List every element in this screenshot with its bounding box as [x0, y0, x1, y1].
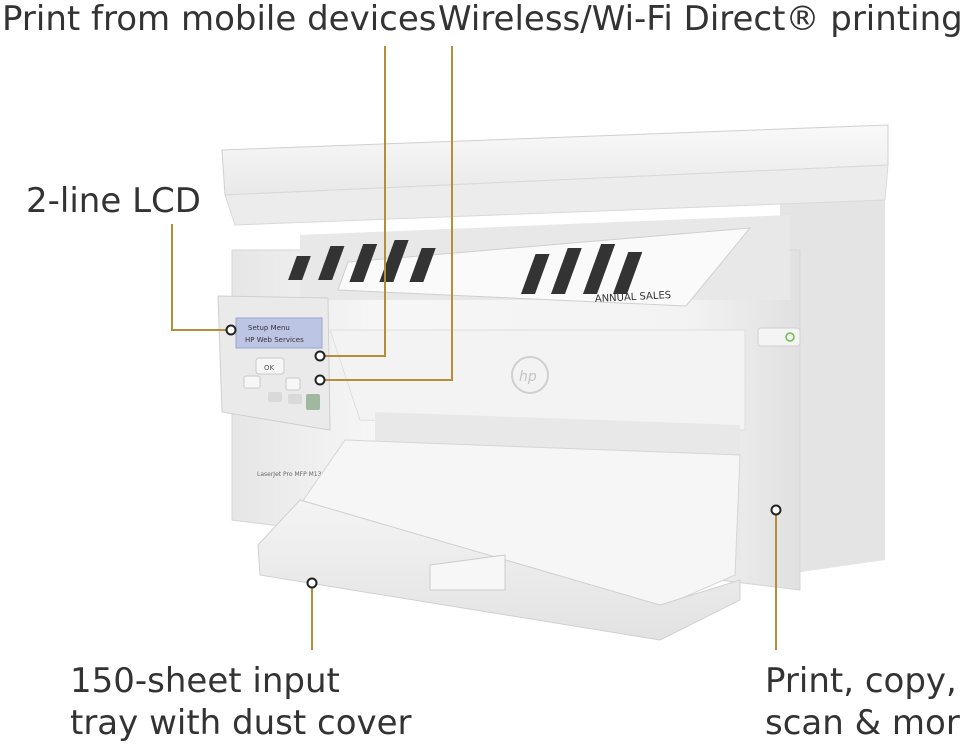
start-copy-button[interactable] — [306, 394, 320, 410]
scanner-base — [224, 164, 889, 226]
cancel-button[interactable] — [285, 377, 301, 391]
ok-label: OK — [264, 364, 275, 372]
hp-logo-text: hp — [519, 369, 537, 385]
output-paper: ANNUAL SALES — [288, 227, 752, 307]
callout-input-tray-line1: 150-sheet input — [70, 661, 340, 701]
callout-functions-line2: scan & more — [765, 703, 960, 743]
back-button[interactable] — [243, 375, 261, 389]
callout-input-tray: 150-sheet input tray with dust cover — [70, 660, 412, 744]
ok-button[interactable] — [255, 357, 285, 375]
paper-guide — [429, 554, 506, 591]
hp-logo-icon — [511, 356, 549, 394]
scan-button[interactable] — [288, 394, 302, 404]
front-cover — [329, 329, 746, 431]
lcd-line-1: Setup Menu — [248, 324, 290, 332]
control-panel: Setup Menu HP Web Services OK LaserJet P… — [217, 295, 334, 478]
callout-lcd: 2-line LCD — [26, 181, 201, 221]
callout-functions: Print, copy, scan & more — [765, 660, 960, 744]
callout-dots — [225, 324, 782, 589]
lcd-line-2: HP Web Services — [245, 336, 304, 344]
lcd-screen — [235, 317, 323, 349]
callout-lines — [171, 46, 777, 650]
copy-button[interactable] — [268, 392, 282, 402]
power-icon — [785, 332, 795, 342]
model-label: LaserJet Pro MFP M130nw — [257, 471, 334, 478]
paper-caption: ANNUAL SALES — [595, 290, 672, 305]
callout-functions-line1: Print, copy, — [765, 661, 957, 701]
callout-mobile-printing: Print from mobile devices — [2, 0, 437, 39]
callout-wireless-printing: Wireless/Wi-Fi Direct® printing — [438, 0, 960, 39]
callout-input-tray-line2: tray with dust cover — [70, 703, 412, 743]
printer-side-panel — [780, 195, 885, 575]
